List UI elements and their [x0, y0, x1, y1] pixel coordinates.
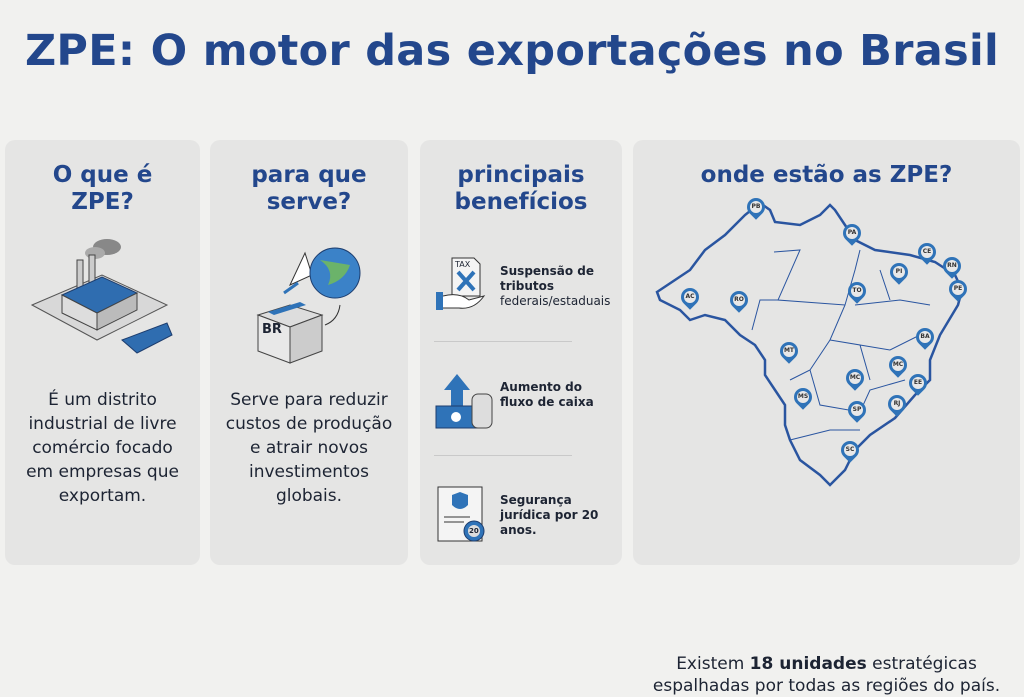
map-pin: AC	[677, 284, 703, 312]
map-pin: PA	[839, 220, 865, 248]
pin-label: PB	[750, 201, 762, 213]
pin-label: MT	[783, 345, 795, 357]
footer-highlight: 18 unidades	[749, 654, 867, 674]
benefit-title: Suspensão de tributos	[500, 264, 594, 293]
card-title: O que é ZPE?	[52, 162, 153, 215]
page-title: ZPE: O motor das exportações no Brasil	[24, 26, 1000, 76]
rocket-globe-icon	[256, 247, 361, 364]
map-pin: CE	[914, 239, 940, 267]
map-pin: MC	[842, 365, 868, 393]
map-pin: SC	[837, 437, 863, 465]
pin-label: RO	[733, 294, 745, 306]
card-title: principais benefícios	[454, 162, 588, 215]
footer-text: Existem	[676, 654, 750, 674]
card-locations: onde estão as ZPE? PB PA CE RN PI PE AC RO TO BA M…	[633, 140, 1020, 696]
map-pin: PI	[886, 259, 912, 287]
pin-label: BA	[919, 331, 931, 343]
map-pin: EE	[905, 370, 931, 398]
pin-label: SP	[851, 404, 863, 416]
benefit-subtitle: federais/estaduais	[500, 294, 611, 308]
map-pin: PE	[945, 276, 971, 304]
pin-label: RJ	[891, 398, 903, 410]
map-pin: TO	[844, 278, 870, 306]
pin-label: PI	[893, 266, 905, 278]
pin-label: EE	[912, 377, 924, 389]
card-body: É um distrito industrial de livre comérc…	[26, 390, 179, 506]
pin-label: RN	[946, 260, 958, 272]
benefit-title: Aumento do fluxo de caixa	[500, 380, 594, 409]
map-pin: MC	[885, 352, 911, 380]
card-what-is-zpe: O que é ZPE? É um distrito industrial de…	[5, 140, 200, 565]
benefit-legal-security: 20 Segurança jurídica por 20 anos.	[434, 485, 614, 545]
divider	[434, 341, 572, 342]
map-pin: MT	[776, 338, 802, 366]
pin-label: CE	[921, 246, 933, 258]
map-pin: BA	[912, 324, 938, 352]
map-pin: MS	[790, 384, 816, 412]
map-pin: RN	[939, 253, 965, 281]
pin-label: AC	[684, 291, 696, 303]
seal-label: 20	[469, 527, 479, 535]
pin-label: PE	[952, 283, 964, 295]
pin-label: MC	[892, 359, 904, 371]
map-footer: Existem 18 unidades estratégicas espalha…	[633, 653, 1020, 697]
pin-label: MC	[849, 372, 861, 384]
pin-label: SC	[844, 444, 856, 456]
card-title: onde estão as ZPE?	[700, 162, 953, 188]
benefit-title: Segurança jurídica por 20 anos.	[500, 493, 599, 537]
tax-hand-icon	[436, 257, 486, 310]
map-pin: PB	[743, 194, 769, 222]
map-pin: RJ	[884, 391, 910, 419]
pin-label: MS	[797, 391, 809, 403]
pin-label: PA	[846, 227, 858, 239]
factory-icon	[30, 239, 173, 354]
box-label: BR	[262, 322, 282, 337]
card-title: para que serve?	[251, 162, 367, 215]
cash-growth-icon	[435, 374, 493, 429]
card-benefits: principais benefícios TAX Suspensão de t…	[420, 140, 622, 565]
card-body: Serve para reduzir custos de produção e …	[225, 390, 393, 506]
benefit-cash-flow: Aumento do fluxo de caixa	[434, 372, 614, 432]
certificate-icon	[437, 486, 485, 542]
divider	[434, 455, 572, 456]
map-pin: RO	[726, 287, 752, 315]
tax-label: TAX	[455, 260, 471, 269]
pin-label: TO	[851, 285, 863, 297]
map-pin: SP	[844, 397, 870, 425]
brazil-map	[655, 201, 964, 487]
card-purpose: para que serve? BR Serve para reduzir cu…	[210, 140, 408, 565]
